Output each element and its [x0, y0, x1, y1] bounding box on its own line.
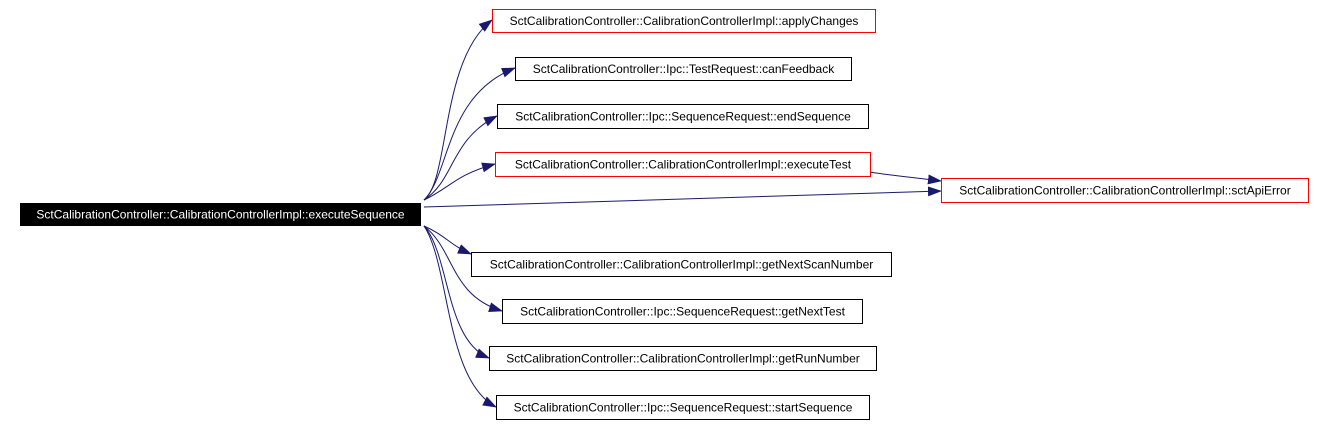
edge-root-to-sctApiError — [423, 186, 942, 208]
edge-root-to-getRunNumber — [423, 225, 490, 359]
callee-node-executeTest[interactable]: SctCalibrationController::CalibrationCon… — [495, 152, 871, 177]
edge-root-to-executeTest — [423, 162, 496, 201]
node-label: SctCalibrationController::CalibrationCon… — [515, 158, 852, 172]
edge-layer — [423, 19, 942, 408]
edge-root-to-endSequence — [423, 115, 498, 201]
callee-node-canFeedback[interactable]: SctCalibrationController::Ipc::TestReque… — [515, 57, 852, 81]
node-label: SctCalibrationController::Ipc::SequenceR… — [515, 110, 851, 124]
callee-node-getRunNumber[interactable]: SctCalibrationController::CalibrationCon… — [489, 346, 877, 371]
callee-node-sctApiError[interactable]: SctCalibrationController::CalibrationCon… — [941, 178, 1309, 203]
node-box — [495, 152, 871, 177]
node-label: SctCalibrationController::Ipc::SequenceR… — [520, 305, 846, 319]
node-box — [497, 104, 869, 129]
callee-node-endSequence[interactable]: SctCalibrationController::Ipc::SequenceR… — [497, 104, 869, 129]
callee-node-getNextScanNumber[interactable]: SctCalibrationController::CalibrationCon… — [471, 252, 892, 277]
edge-root-to-canFeedback — [423, 67, 516, 201]
node-label: SctCalibrationController::Ipc::TestReque… — [533, 62, 835, 76]
node-label: SctCalibrationController::CalibrationCon… — [36, 208, 405, 222]
node-box — [489, 346, 877, 371]
node-label: SctCalibrationController::Ipc::SequenceR… — [514, 401, 853, 415]
edge-executeTest-to-sctApiError — [869, 171, 942, 185]
node-label: SctCalibrationController::CalibrationCon… — [490, 258, 874, 272]
node-box — [515, 57, 852, 81]
callee-node-startSequence[interactable]: SctCalibrationController::Ipc::SequenceR… — [496, 395, 870, 420]
node-box — [941, 178, 1309, 203]
node-box — [502, 299, 863, 324]
node-label: SctCalibrationController::CalibrationCon… — [506, 352, 859, 366]
edge-root-to-getNextTest — [423, 225, 503, 312]
node-label: SctCalibrationController::CalibrationCon… — [959, 184, 1290, 198]
node-box — [492, 9, 876, 33]
node-layer: SctCalibrationController::CalibrationCon… — [20, 9, 1309, 420]
edge-root-to-startSequence — [423, 225, 497, 408]
node-label: SctCalibrationController::CalibrationCon… — [510, 14, 859, 28]
root-node[interactable]: SctCalibrationController::CalibrationCon… — [20, 203, 421, 226]
edge-root-to-getNextScanNumber — [423, 225, 472, 255]
callee-node-getNextTest[interactable]: SctCalibrationController::Ipc::SequenceR… — [502, 299, 863, 324]
node-box — [471, 252, 892, 277]
edge-root-to-applyChanges — [423, 19, 493, 201]
node-box — [496, 395, 870, 420]
callee-node-applyChanges[interactable]: SctCalibrationController::CalibrationCon… — [492, 9, 876, 33]
node-box — [20, 203, 421, 226]
